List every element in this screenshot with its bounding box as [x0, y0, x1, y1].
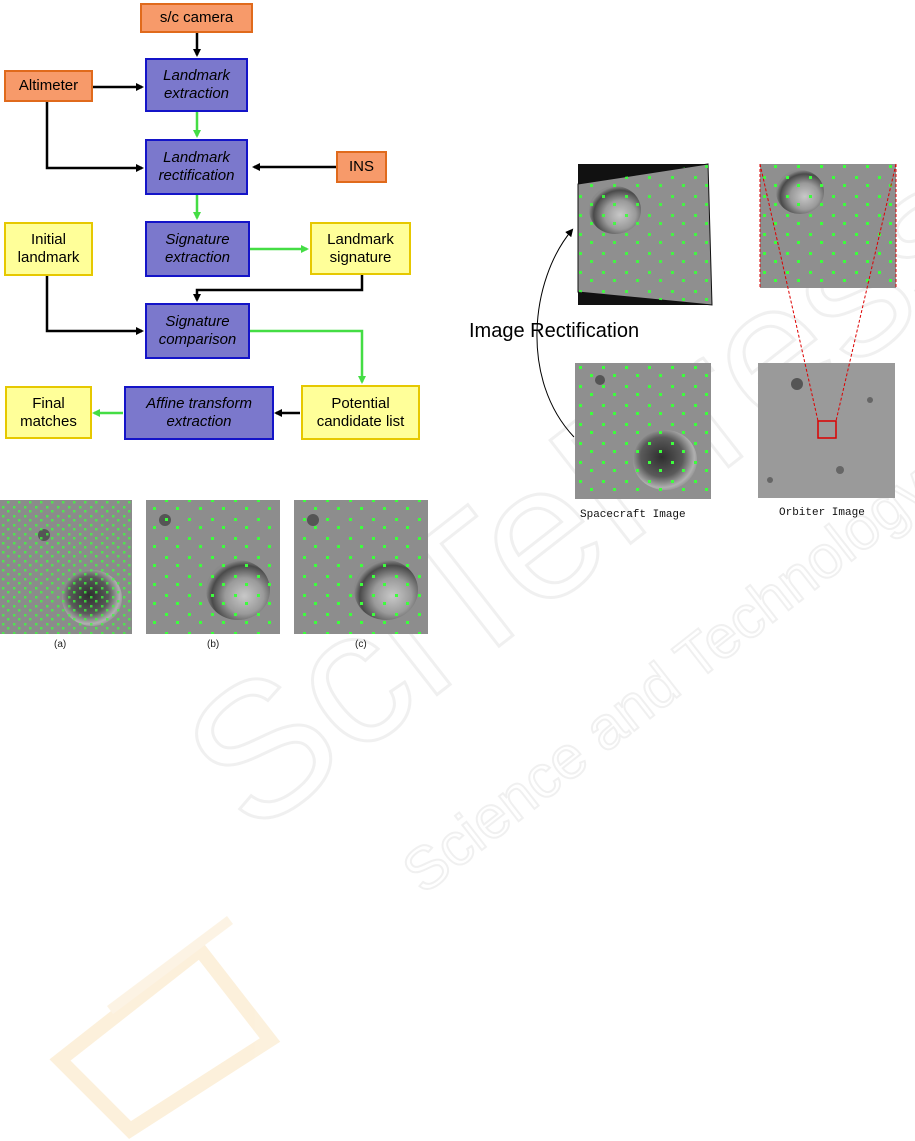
caption-a: (a): [54, 639, 67, 650]
spacecraft-image-label: Spacecraft Image: [580, 509, 686, 521]
node-initial-landmark: Initial landmark: [4, 222, 93, 276]
rectified-spacecraft-image: [577, 163, 713, 306]
orbiter-highlight-box: [817, 420, 837, 439]
panel-a-image: [0, 500, 132, 634]
watermark-logo-icon: [49, 916, 281, 1139]
node-affine-transform: Affine transform extraction: [124, 386, 274, 440]
caption-b: (b): [207, 639, 220, 650]
caption-c: (c): [355, 639, 367, 650]
node-ins: INS: [336, 151, 387, 183]
orbiter-image: [758, 363, 895, 498]
node-camera: s/c camera: [140, 3, 253, 33]
panel-c-image: [294, 500, 428, 634]
node-altimeter: Altimeter: [4, 70, 93, 102]
node-candidate-list: Potential candidate list: [301, 385, 420, 440]
spacecraft-image: [575, 363, 711, 499]
orbiter-image-label: Orbiter Image: [779, 507, 865, 519]
panel-b-image: [146, 500, 280, 634]
zoom-lines: [759, 163, 897, 422]
node-landmark-signature: Landmark signature: [310, 222, 411, 275]
node-landmark-rectification: Landmark rectification: [145, 139, 248, 195]
rectification-arrow: [536, 228, 575, 438]
orbiter-zoom-image: [760, 164, 896, 288]
image-rectification-title: Image Rectification: [469, 320, 640, 342]
node-signature-extraction: Signature extraction: [145, 221, 250, 277]
node-final-matches: Final matches: [5, 386, 92, 439]
node-signature-comparison: Signature comparison: [145, 303, 250, 359]
node-landmark-extraction: Landmark extraction: [145, 58, 248, 112]
